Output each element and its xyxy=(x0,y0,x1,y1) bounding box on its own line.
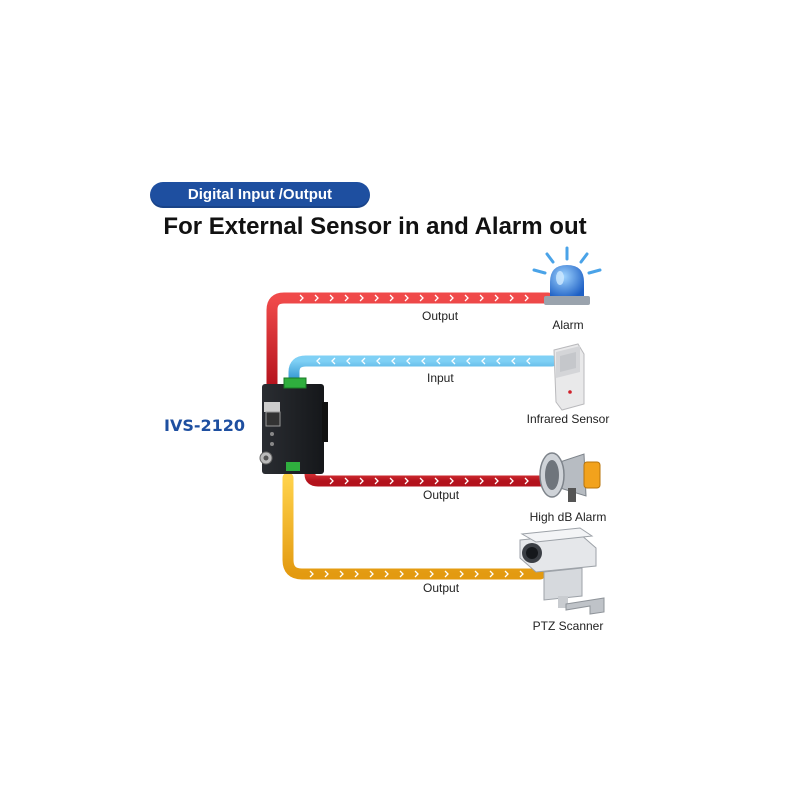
device-model-label: IVS-2120 xyxy=(164,416,246,435)
section-badge: Digital Input /Output xyxy=(150,182,370,208)
target-name-ptz: PTZ Scanner xyxy=(532,619,604,633)
connection-label-sensor: Input xyxy=(427,371,454,385)
connection-line-sensor xyxy=(288,355,558,388)
connection-line-highdb xyxy=(304,462,554,487)
target-name-sensor: Infrared Sensor xyxy=(526,412,610,426)
connection-label-highdb: Output xyxy=(423,488,460,502)
connection-line-alarm xyxy=(266,292,554,394)
ptz-camera-icon xyxy=(519,527,605,615)
connection-line-ptz xyxy=(282,472,546,580)
infrared-sensor-icon xyxy=(553,343,585,411)
connection-label-alarm: Output xyxy=(422,309,459,323)
megaphone-icon xyxy=(539,452,601,502)
siren-icon xyxy=(532,246,602,305)
target-name-highdb: High dB Alarm xyxy=(529,510,607,524)
target-name-alarm: Alarm xyxy=(552,318,584,332)
connection-label-ptz: Output xyxy=(423,581,460,595)
ivs-2120-device-icon xyxy=(259,377,328,474)
page-title: For External Sensor in and Alarm out xyxy=(163,213,587,240)
